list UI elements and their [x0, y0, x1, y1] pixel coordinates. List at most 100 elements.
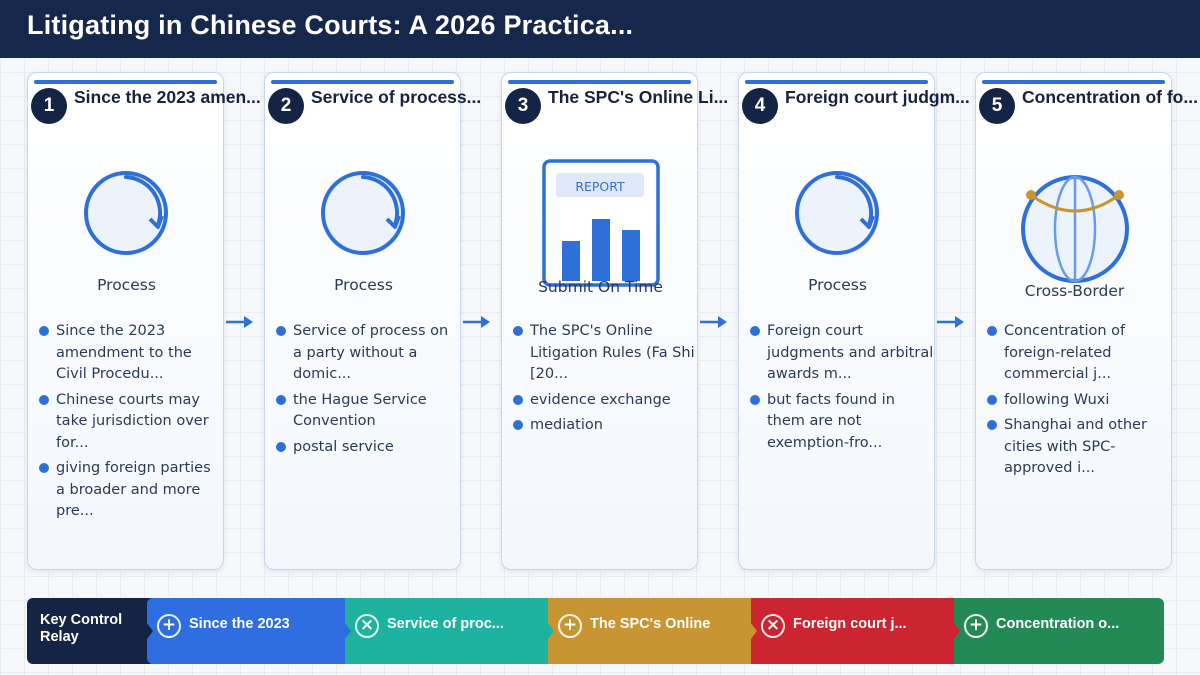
list-item: Concentration of foreign-related commerc… — [986, 321, 1171, 386]
bullet-text: the Hague Service Convention — [293, 391, 427, 430]
step-number-badge: 1 — [31, 88, 67, 124]
relay-segment-label: Since the 2023 — [189, 616, 290, 632]
bullet-dot-icon — [513, 326, 523, 336]
key-control-relay: Key Control Relay + Since the 2023 × Ser… — [27, 598, 1164, 664]
list-item: The SPC's Online Litigation Rules (Fa Sh… — [512, 321, 697, 386]
step-heading: Since the 2023 amen... — [74, 87, 261, 107]
list-item: Foreign court judgments and arbitral awa… — [749, 321, 934, 386]
list-item: postal service — [275, 437, 460, 459]
bullet-text: mediation — [530, 417, 603, 433]
card-accent-line — [271, 80, 454, 84]
title-bar: Litigating in Chinese Courts: A 2026 Pra… — [0, 0, 1200, 58]
relay-segment-label: Foreign court j... — [793, 616, 907, 632]
close-icon: × — [761, 614, 785, 638]
bullet-dot-icon — [750, 394, 760, 405]
process-ring-icon — [795, 171, 879, 255]
relay-title-text: Key Control Relay — [40, 612, 123, 645]
bullet-text: Service of process on a party without a … — [293, 323, 449, 382]
step-number-badge: 5 — [979, 88, 1015, 124]
bullet-dot-icon — [513, 420, 523, 430]
list-item: Shanghai and other cities with SPC-appro… — [986, 415, 1171, 480]
report-badge-label: REPORT — [575, 179, 625, 194]
bullet-dot-icon — [750, 326, 760, 336]
icon-label: Process — [97, 276, 156, 294]
step-number-badge: 4 — [742, 88, 778, 124]
list-item: Chinese courts may take jurisdiction ove… — [38, 390, 223, 455]
list-item: but facts found in them are not exemptio… — [749, 390, 934, 455]
bullet-text: Concentration of foreign-related commerc… — [1004, 323, 1126, 382]
list-item: giving foreign parties a broader and mor… — [38, 458, 223, 523]
step-heading: Service of process... — [311, 87, 482, 107]
list-item: Since the 2023 amendment to the Civil Pr… — [38, 321, 223, 386]
relay-segment-2[interactable]: × Service of proc... — [345, 598, 557, 664]
step-heading: The SPC's Online Li... — [548, 87, 729, 107]
bullet-list: Since the 2023 amendment to the Civil Pr… — [38, 321, 223, 527]
arrow-right-icon — [937, 316, 964, 328]
step-card-3: 3 The SPC's Online Li... REPORT Submit O… — [501, 72, 728, 570]
bullet-dot-icon — [987, 420, 997, 430]
bullet-text: evidence exchange — [530, 391, 671, 408]
bullet-dot-icon — [987, 394, 997, 405]
relay-segment-4[interactable]: × Foreign court j... — [751, 598, 963, 664]
bullet-list: The SPC's Online Litigation Rules (Fa Sh… — [512, 321, 697, 441]
icon-label: Cross-Border — [1024, 282, 1125, 300]
bullet-text: following Wuxi — [1004, 391, 1110, 408]
bullet-dot-icon — [39, 326, 49, 336]
relay-title: Key Control Relay — [27, 598, 155, 664]
relay-segment-5[interactable]: + Concentration o... — [954, 598, 1164, 664]
bullet-text: Since the 2023 amendment to the Civil Pr… — [56, 323, 192, 382]
plus-icon: + — [964, 614, 988, 638]
bullet-text: postal service — [293, 438, 394, 455]
relay-segment-label: Service of proc... — [387, 616, 504, 632]
plus-icon: + — [157, 614, 181, 638]
card-accent-line — [982, 80, 1165, 84]
bullet-dot-icon — [276, 441, 286, 452]
card-accent-line — [34, 80, 217, 84]
bullet-list: Service of process on a party without a … — [275, 321, 460, 462]
icon-label: Process — [334, 276, 393, 294]
bullet-dot-icon — [276, 394, 286, 405]
list-item: mediation — [512, 415, 697, 437]
relay-segment-1[interactable]: + Since the 2023 — [147, 598, 352, 664]
step-heading: Concentration of fo... — [1022, 87, 1198, 107]
list-item: the Hague Service Convention — [275, 390, 460, 433]
bullet-list: Foreign court judgments and arbitral awa… — [749, 321, 934, 458]
step-number-badge: 2 — [268, 88, 304, 124]
list-item: following Wuxi — [986, 390, 1171, 412]
globe-icon — [1021, 175, 1129, 283]
step-number-badge: 3 — [505, 88, 541, 124]
page-title: Litigating in Chinese Courts: A 2026 Pra… — [27, 10, 634, 40]
bullet-text: giving foreign parties a broader and mor… — [56, 460, 211, 519]
list-item: Service of process on a party without a … — [275, 321, 460, 386]
process-ring-icon — [84, 171, 168, 255]
bullet-text: Foreign court judgments and arbitral awa… — [767, 323, 934, 382]
step-heading: Foreign court judgm... — [785, 87, 970, 107]
step-card-4: 4 Foreign court judgm... Process Foreign… — [738, 72, 970, 570]
process-ring-icon — [321, 171, 405, 255]
bullet-text: Shanghai and other cities with SPC-appro… — [1004, 417, 1147, 476]
bullet-dot-icon — [987, 326, 997, 336]
bullet-text: The SPC's Online Litigation Rules (Fa Sh… — [530, 323, 695, 382]
icon-label: Submit On Time — [538, 278, 663, 296]
icon-label: Process — [808, 276, 867, 294]
arrow-right-icon — [700, 316, 727, 328]
bullet-dot-icon — [276, 326, 286, 336]
relay-segment-label: Concentration o... — [996, 616, 1120, 632]
close-icon: × — [355, 614, 379, 638]
bullet-list: Concentration of foreign-related commerc… — [986, 321, 1171, 484]
relay-segment-3[interactable]: + The SPC's Online — [548, 598, 760, 664]
bullet-dot-icon — [39, 463, 49, 473]
arrow-right-icon — [463, 316, 490, 328]
list-item: evidence exchange — [512, 390, 697, 412]
step-card-1: 1 Since the 2023 amen... Process Since t… — [27, 72, 261, 570]
bullet-text: but facts found in them are not exemptio… — [767, 391, 895, 451]
step-card-2: 2 Service of process... Process Service … — [264, 72, 481, 570]
card-accent-line — [508, 80, 691, 84]
bullet-dot-icon — [513, 394, 523, 405]
relay-segment-label: The SPC's Online — [590, 616, 711, 632]
plus-icon: + — [558, 614, 582, 638]
card-accent-line — [745, 80, 928, 84]
step-card-5: 5 Concentration of fo... Cross-Border Co… — [975, 72, 1198, 570]
bullet-dot-icon — [39, 394, 49, 405]
bullet-text: Chinese courts may take jurisdiction ove… — [56, 391, 209, 451]
